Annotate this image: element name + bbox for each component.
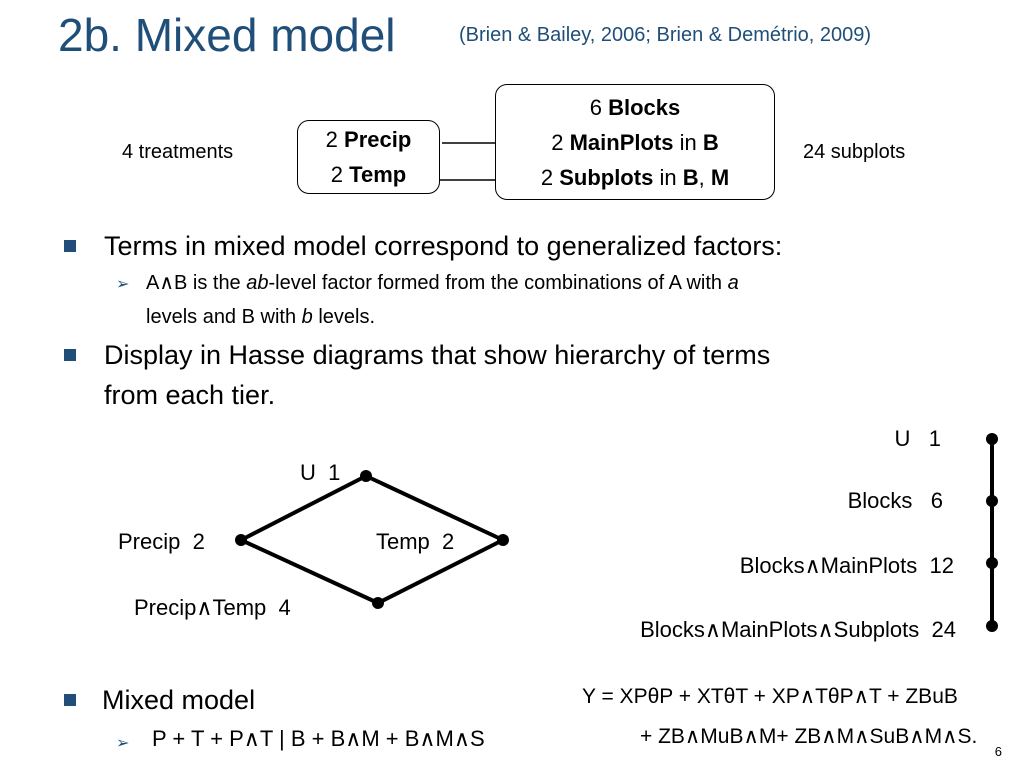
hasse-node-mainplots xyxy=(986,557,998,569)
hasse-label-mainplots: Blocks∧MainPlots 12 xyxy=(739,553,954,578)
hasse-node-subplots xyxy=(986,620,998,632)
hasse-label-u: U 1 xyxy=(300,460,341,485)
treatments-count-label: 4 treatments xyxy=(122,141,234,163)
unit-factor-blocks: 6 Blocks xyxy=(589,95,681,120)
treatment-hasse-edges xyxy=(240,474,504,605)
hasse-label-subplots: Blocks∧MainPlots∧Subplots 24 xyxy=(640,617,956,642)
bullet-hasse-line1: Display in Hasse diagrams that show hier… xyxy=(104,340,771,370)
sub-bullet-arrow-icon: ➢ xyxy=(116,735,130,752)
hasse-node-u xyxy=(360,470,372,482)
hasse-node-precip xyxy=(235,534,247,546)
sub-bullet-arrow-icon: ➢ xyxy=(116,276,130,293)
bullet-generalized-factors: Terms in mixed model correspond to gener… xyxy=(104,231,783,261)
unit-tier-box: 6 Blocks 2 MainPlots in B 2 Subplots in … xyxy=(495,84,775,200)
hasse-label-temp: Temp 2 xyxy=(376,529,455,554)
sub-bullet-model-formula: P + T + P∧T | B + B∧M + B∧M∧S xyxy=(152,726,485,751)
bullet-marker xyxy=(64,240,76,252)
bullet-mixed-model: Mixed model xyxy=(102,685,256,715)
model-equation-line2: + ZB∧MuB∧M+ ZB∧M∧SuB∧M∧S. xyxy=(640,724,977,749)
hasse-label-precip: Precip 2 xyxy=(118,529,205,554)
treatment-factor-temp: 2 Temp xyxy=(330,162,407,187)
page-title: 2b. Mixed model xyxy=(58,10,396,61)
hasse-label-unit-u: U 1 xyxy=(894,426,941,451)
unit-factor-mainplots: 2 MainPlots in B xyxy=(551,130,719,155)
hasse-node-unit-u xyxy=(986,433,998,445)
equation-line1-text: Y = XPθP + XTθT + XP∧TθP∧T + ZBuB xyxy=(582,685,958,708)
bullet-marker xyxy=(64,694,76,706)
hasse-label-precip-temp: Precip∧Temp 4 xyxy=(134,595,291,620)
hasse-label-blocks: Blocks 6 xyxy=(847,488,943,513)
sub-bullet-ab-definition: A∧B is the ab-level factor formed from t… xyxy=(146,272,739,294)
hasse-node-precip-temp xyxy=(372,597,384,609)
subplots-count-label: 24 subplots xyxy=(803,141,906,163)
sub-bullet-ab-definition-cont: levels and B with b levels. xyxy=(146,306,376,328)
bullet-marker xyxy=(64,349,76,361)
equation-line2-text: + ZB∧MuB∧M+ ZB∧M∧SuB∧M∧S. xyxy=(640,725,978,748)
treatment-tier-box: 2 Precip 2 Temp xyxy=(297,120,440,194)
bullet-hasse-line2: from each tier. xyxy=(104,380,276,410)
title-number: 2b. xyxy=(58,9,122,61)
title-citation: (Brien & Bailey, 2006; Brien & Demétrio,… xyxy=(459,24,872,46)
hasse-node-temp xyxy=(497,534,509,546)
unit-factor-subplots: 2 Subplots in B, M xyxy=(540,165,730,190)
treatment-factor-precip: 2 Precip xyxy=(325,127,412,152)
page-number: 6 xyxy=(994,744,1002,759)
hasse-node-blocks xyxy=(986,495,998,507)
model-equation-line1: Y = XPθP + XTθT + XP∧TθP∧T + ZBuB xyxy=(582,684,958,709)
title-text: Mixed model xyxy=(134,9,396,61)
